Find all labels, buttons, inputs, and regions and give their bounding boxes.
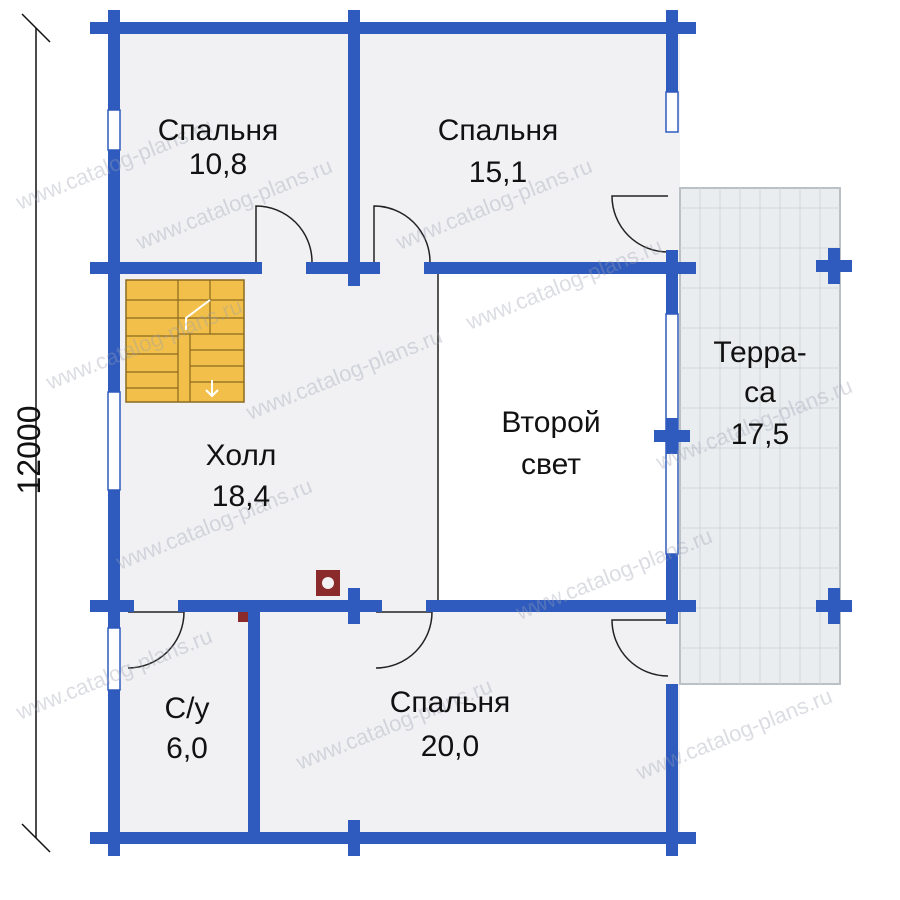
dimension-line [21,13,51,853]
door-bedroom-3 [375,611,433,669]
staircase [125,279,245,403]
room-bedroom-1-area: 10,8 [189,148,247,181]
door-bedroom-2 [373,205,431,263]
room-bedroom-1-fill [108,22,354,268]
room-bedroom-1-name: Спальня [158,114,279,147]
room-bedroom-3-name: Спальня [390,686,511,719]
room-bedroom-2-name: Спальня [438,114,559,147]
door-bedroom-1 [255,205,313,263]
windows [107,91,679,691]
room-terrace-name-cont: са [744,376,776,409]
room-terrace-area: 17,5 [731,418,789,451]
dimension-label: 12000 [11,406,47,495]
room-hall-area: 18,4 [212,480,270,513]
room-hall-name: Холл [206,439,277,472]
door-bathroom [127,611,185,669]
room-bedroom-3-fill [254,606,680,844]
door-bedroom-2-balcony [611,195,669,253]
window-bedroom-2 [665,91,679,133]
window-hall [107,391,121,491]
log-joints [96,10,852,856]
vent-small [238,612,248,622]
room-bedroom-3-area: 20,0 [421,730,479,763]
room-second-light-name: Второй [501,406,600,439]
room-bedroom-2-fill [354,22,680,268]
room-bathroom-fill [108,606,254,844]
doors [127,195,669,677]
terrace-grid [680,188,840,684]
room-bathroom-area: 6,0 [166,732,208,765]
room-terrace-name: Терра- [713,336,806,369]
chimney-flue [322,577,334,589]
room-second-light-fill [438,268,680,606]
room-bathroom-name: С/у [165,692,210,725]
room-bedroom-2-area: 15,1 [469,156,527,189]
window-bathroom [107,627,121,691]
room-second-light-area: свет [521,448,581,481]
door-bedroom-3-terrace [611,619,669,677]
window-bedroom-1 [107,109,121,151]
